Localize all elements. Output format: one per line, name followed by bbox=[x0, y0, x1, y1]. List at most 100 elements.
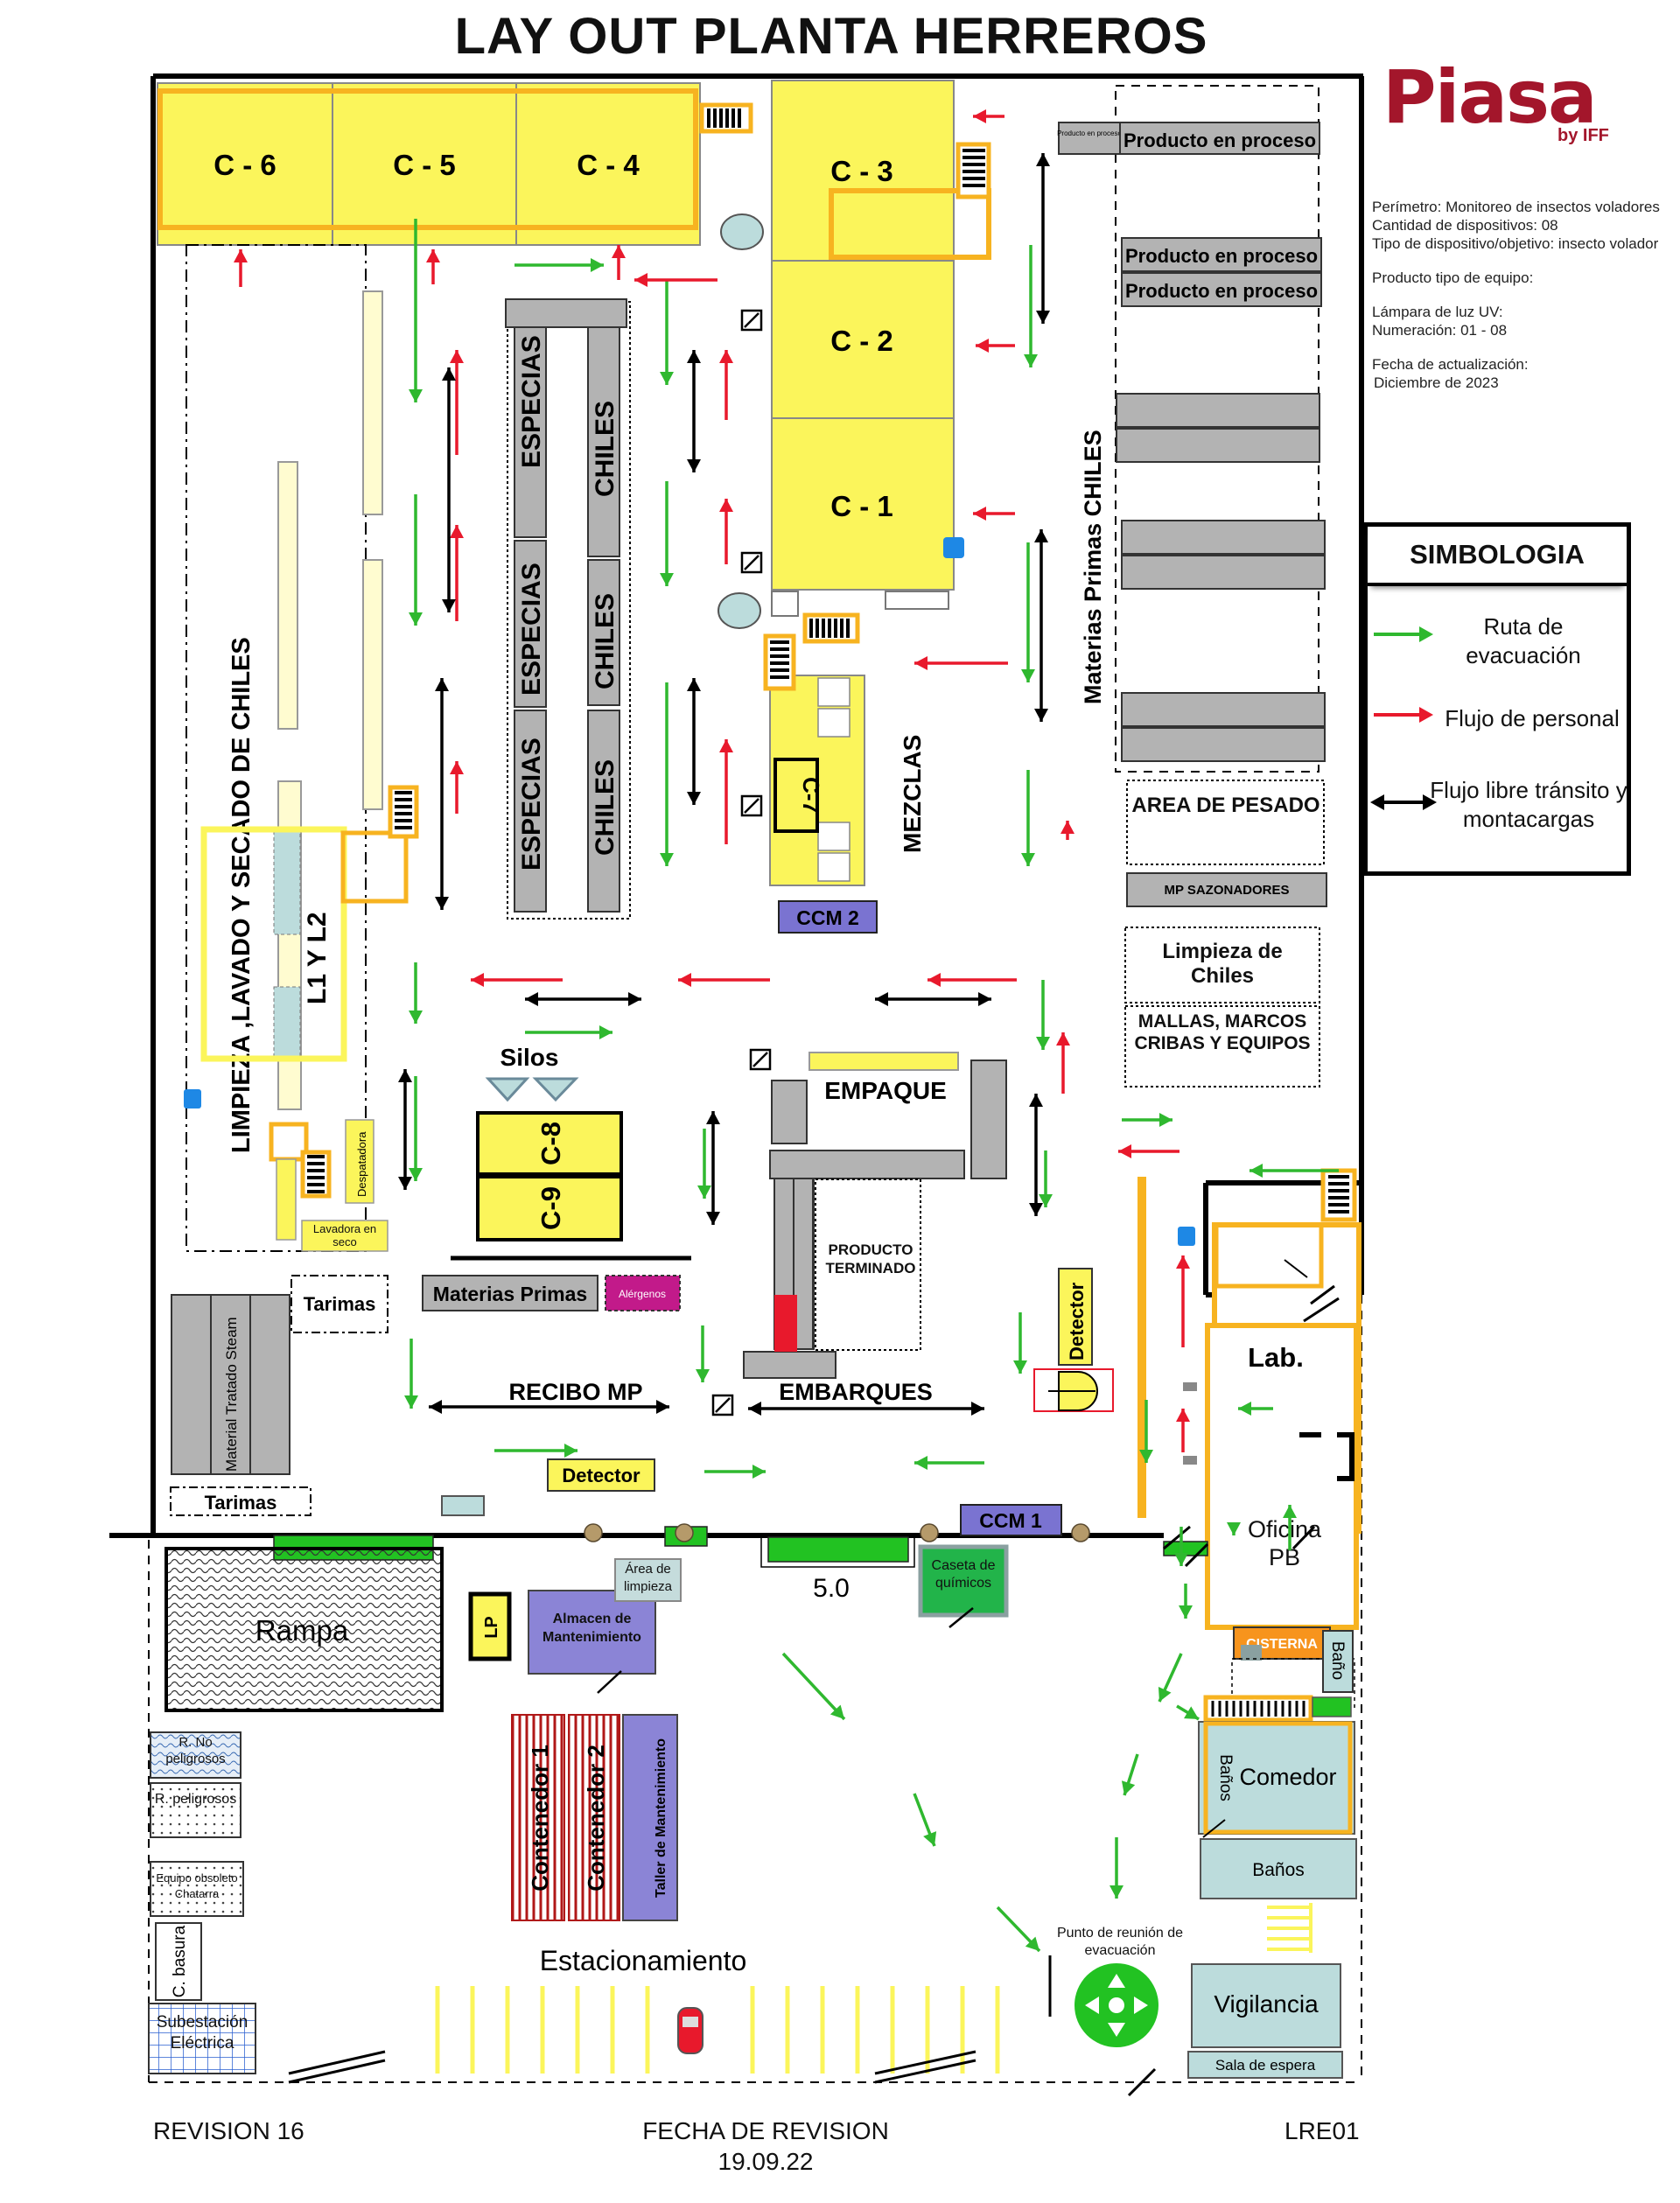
door-marker bbox=[1183, 1382, 1197, 1391]
personal-flow-arrow-head bbox=[678, 973, 691, 987]
chiles-label: CHILES bbox=[591, 593, 620, 689]
info-numeracion: Numeración: 01 - 08 bbox=[1372, 322, 1508, 339]
contenedor-1: Contenedor 1 bbox=[511, 1714, 565, 1921]
evacuation-arrow-head bbox=[1283, 1505, 1297, 1518]
personal-flow-arrow-head bbox=[450, 350, 464, 363]
transit-arrow-head bbox=[1029, 1094, 1043, 1107]
sala-espera-label: Sala de espera bbox=[1215, 2057, 1316, 2074]
evacuation-arrow-head bbox=[1036, 1037, 1050, 1050]
personal-flow-arrow-head bbox=[1176, 1409, 1190, 1422]
c4-c6-monitor-zone bbox=[158, 88, 698, 230]
ccm2-label: CCM 2 bbox=[796, 906, 859, 929]
transit-arrow-head bbox=[978, 992, 991, 1006]
personal-flow-arrow-head bbox=[1056, 1032, 1070, 1046]
evacuation-arrow-head bbox=[404, 1395, 418, 1409]
hatch-markers bbox=[711, 309, 772, 1416]
gate-posts bbox=[1163, 1525, 1316, 1568]
c4-label: C - 4 bbox=[577, 149, 640, 181]
chiles-racks bbox=[587, 326, 620, 913]
banos-v-label: Baños bbox=[1216, 1754, 1235, 1801]
especias-label: ESPECIAS bbox=[517, 738, 546, 871]
evacuation-arrow-head bbox=[1179, 1605, 1193, 1619]
evacuation-arrow-head bbox=[1039, 1194, 1053, 1207]
limpieza-chiles-area: Limpieza de Chiles bbox=[1124, 927, 1320, 1004]
piasa-logo: Piasa by IFF bbox=[1382, 54, 1628, 150]
c3-monitor-zone bbox=[829, 188, 991, 260]
washer-l1 bbox=[273, 829, 301, 935]
c2-label: C - 2 bbox=[830, 325, 893, 357]
cisterna-label: CISTERNA bbox=[1246, 1637, 1318, 1652]
evacuation-arrow-head bbox=[1238, 1402, 1251, 1416]
perimeter-gates bbox=[288, 1955, 1157, 2097]
evacuation-arrow-head bbox=[409, 1168, 423, 1181]
mp-racks bbox=[1116, 393, 1326, 762]
footer-code: LRE01 bbox=[1284, 2117, 1360, 2144]
transit-arrow-head bbox=[1034, 529, 1048, 542]
producto-proceso-3: Producto en proceso bbox=[1121, 272, 1322, 307]
evacuation-arrow-head bbox=[599, 1025, 612, 1039]
evacuation-arrow-head bbox=[1025, 1936, 1040, 1951]
tarimas-label: Tarimas bbox=[304, 1293, 376, 1315]
info-producto: Producto tipo de equipo: bbox=[1372, 269, 1534, 286]
especias-label: ESPECIAS bbox=[517, 563, 546, 696]
transit-arrow-head bbox=[656, 1400, 669, 1414]
racks-area bbox=[507, 301, 631, 920]
evacuation-arrow-head bbox=[1110, 1885, 1124, 1899]
almacen-mantenimiento: Almacen de Mantenimiento bbox=[528, 1590, 656, 1694]
recibo-mp-label: RECIBO MP bbox=[508, 1379, 642, 1405]
bano-small: Baño bbox=[1322, 1630, 1354, 1693]
column-marker bbox=[718, 592, 761, 629]
detector-label: Detector bbox=[562, 1465, 640, 1486]
floor-plan: C - 6 C - 5 C - 4 C - 3 C - 2 C - 1 bbox=[109, 73, 1364, 2097]
transit-arrow-head bbox=[628, 992, 641, 1006]
limpieza-lavado-area bbox=[186, 244, 367, 1252]
oficina-label: Oficina PB bbox=[1247, 1516, 1322, 1570]
c8-label: C-8 bbox=[536, 1122, 566, 1165]
personal-flow-arrow-head bbox=[450, 761, 464, 774]
contenedor-2: Contenedor 2 bbox=[568, 1714, 620, 1921]
detector-bottom: Detector bbox=[547, 1458, 655, 1492]
evacuation-arrow-head bbox=[409, 389, 423, 402]
c1-door-left bbox=[771, 591, 799, 617]
personal-flow-arrow-head bbox=[1176, 1255, 1190, 1269]
cinco-label: 5.0 bbox=[813, 1574, 850, 1603]
stairs-l1 bbox=[388, 785, 419, 839]
legend-title: SIMBOLOGIA bbox=[1368, 527, 1627, 586]
fan-icons bbox=[584, 1523, 1090, 1542]
transit-arrow-head bbox=[429, 1400, 442, 1414]
area-pesado: AREA DE PESADO bbox=[1126, 780, 1325, 865]
c7-label: C-7 bbox=[798, 777, 824, 814]
evacuation-arrow-head bbox=[1158, 1687, 1172, 1702]
transit-arrow-head bbox=[435, 678, 449, 691]
vigilancia: Vigilancia bbox=[1191, 1963, 1341, 2048]
red-rack bbox=[774, 1295, 797, 1352]
car-icon bbox=[677, 2007, 704, 2054]
l1l2-label: L1 Y L2 bbox=[303, 912, 332, 1004]
transit-arrow-head bbox=[442, 599, 456, 612]
legend-evac-arrow bbox=[1374, 626, 1433, 642]
banos-label: Baños bbox=[1252, 1860, 1305, 1880]
info-fecha-value: Diciembre de 2023 bbox=[1374, 374, 1499, 391]
stairs-c4 bbox=[699, 102, 753, 134]
area-limpieza: Área de limpieza bbox=[614, 1558, 682, 1602]
almacen-label: Almacen de Mantenimiento bbox=[542, 1612, 641, 1645]
personal-flow-arrow-head bbox=[719, 350, 733, 363]
subestacion-label: Subestación Eléctrica bbox=[156, 2013, 248, 2053]
orange-pipe bbox=[1138, 1177, 1146, 1518]
ccm1-label: CCM 1 bbox=[979, 1509, 1042, 1532]
camera-c9: C-9 bbox=[476, 1175, 623, 1241]
stairs-comedor bbox=[1203, 1695, 1313, 1723]
transit-arrow-head bbox=[687, 459, 701, 472]
transit-arrow-head bbox=[435, 897, 449, 910]
equipo-obsoleto-label: Equipo obsoleto Chatarra bbox=[156, 1871, 238, 1900]
despatadora: Despatadora bbox=[345, 1119, 374, 1204]
personal-flow-arrow-head bbox=[471, 973, 484, 987]
alergenos-rack: Alérgenos bbox=[605, 1275, 681, 1311]
limpieza-chiles-label: Limpieza de Chiles bbox=[1162, 940, 1283, 988]
footer-fecha-value: 19.09.22 bbox=[718, 2148, 814, 2175]
area-limpieza-label: Área de limpieza bbox=[623, 1562, 673, 1594]
column-marker bbox=[720, 213, 764, 250]
evacuation-arrow-head bbox=[752, 1465, 766, 1479]
personal-flow-arrow-head bbox=[426, 249, 440, 262]
producto-proceso-small: Producto en proceso bbox=[1057, 122, 1122, 155]
